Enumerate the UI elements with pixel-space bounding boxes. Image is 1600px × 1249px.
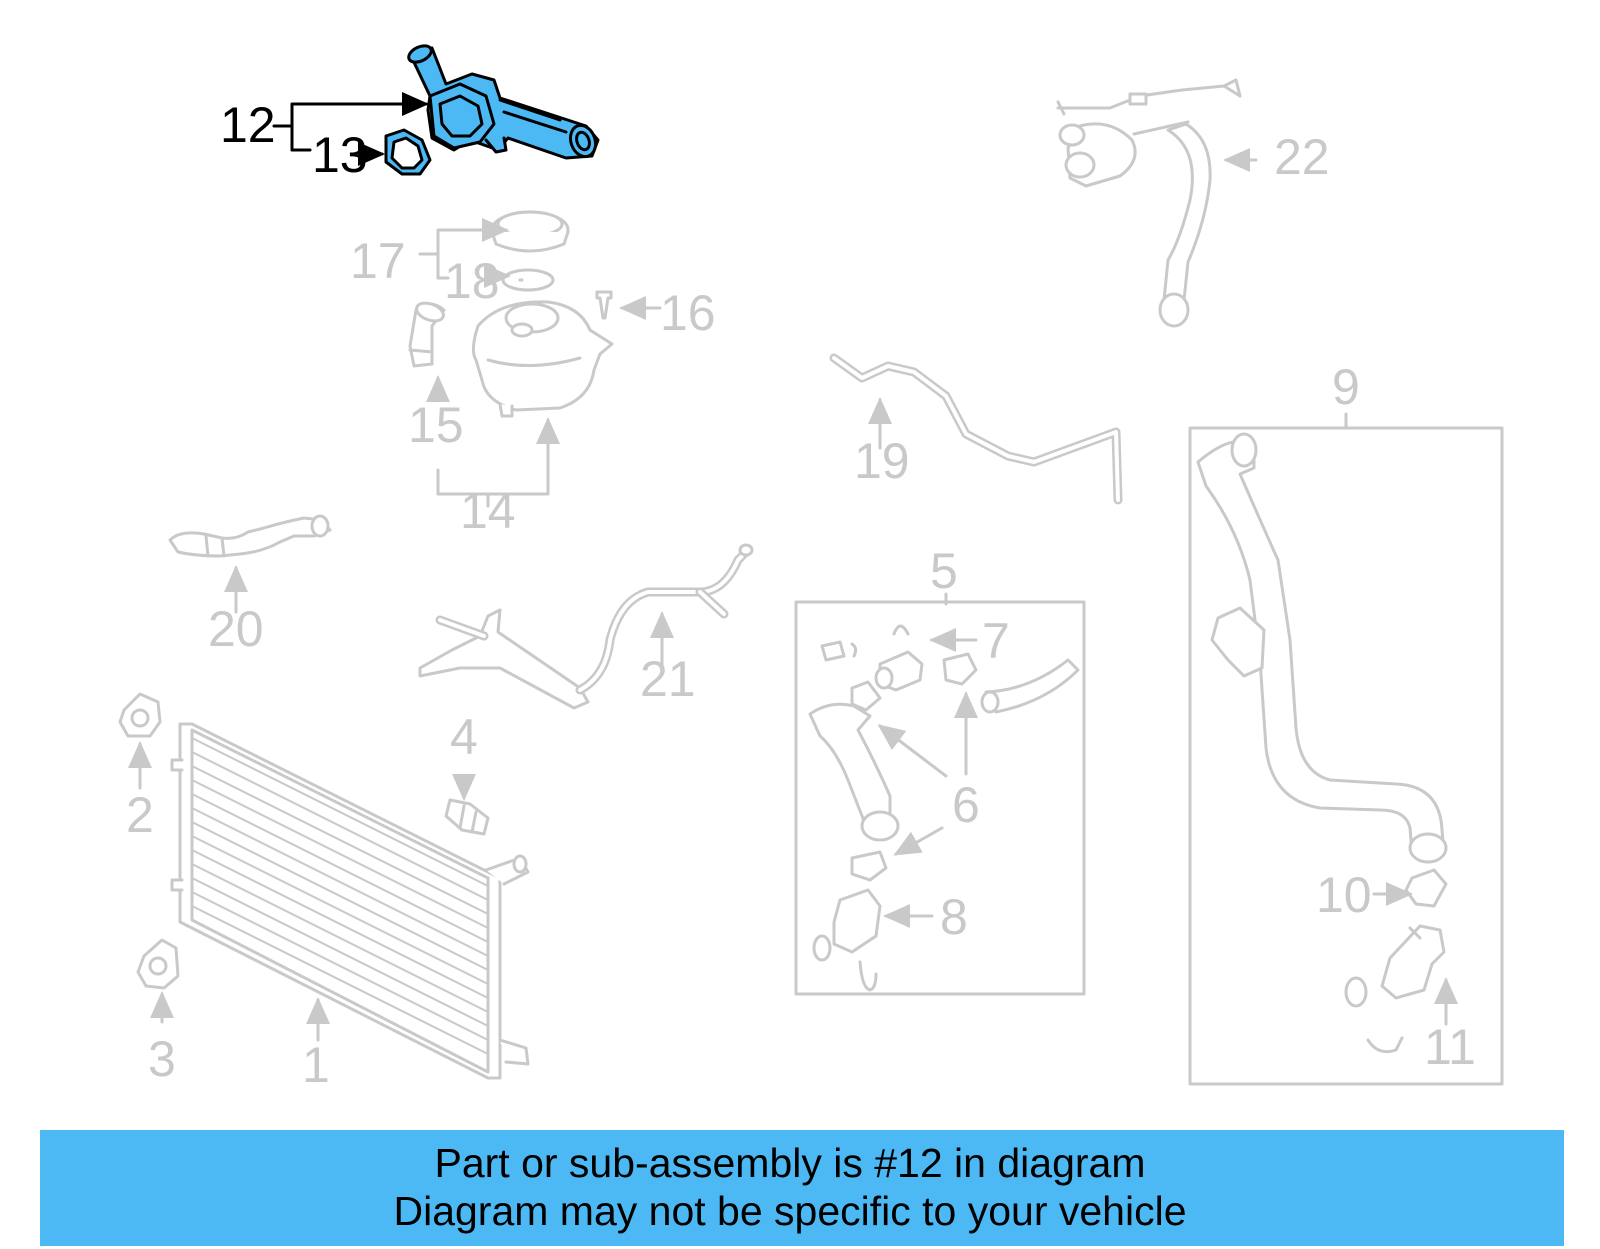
callout-6: 6	[952, 777, 980, 833]
callout-13: 13	[312, 127, 368, 183]
part-18-seal	[501, 268, 555, 292]
callout-3: 3	[148, 1031, 176, 1087]
callout-11: 11	[1424, 1019, 1476, 1075]
callout-4: 4	[450, 709, 478, 765]
callout-18: 18	[444, 253, 500, 309]
callout-16: 16	[660, 285, 716, 341]
part-20-hose	[168, 514, 332, 558]
callout-10: 10	[1316, 867, 1372, 923]
part-15-hose	[408, 301, 446, 368]
banner-line-disclaimer: Diagram may not be specific to your vehi…	[393, 1188, 1187, 1234]
part-22-hose-assembly	[1056, 78, 1242, 328]
callout-5: 5	[930, 543, 958, 599]
callout-21: 21	[640, 651, 696, 707]
part-21-coolant-pipe	[418, 543, 754, 710]
callout-1: 1	[302, 1037, 330, 1093]
group-5-box	[794, 600, 1086, 996]
banner-line-part: Part or sub-assembly is #12 in diagram	[434, 1140, 1146, 1186]
part-14-expansion-tank	[471, 300, 614, 418]
callout-14: 14	[460, 483, 516, 539]
callout-17: 17	[350, 233, 406, 289]
part-2-mount	[118, 692, 162, 738]
callout-12: 12	[220, 97, 276, 153]
part-16-screw	[595, 290, 613, 320]
part-13-gasket	[384, 128, 432, 176]
part-1-radiator	[170, 722, 530, 1080]
callout-12-13-leaders	[272, 104, 426, 166]
part-3-mount	[136, 938, 180, 990]
callout-9: 9	[1332, 359, 1360, 415]
callout-8: 8	[940, 889, 968, 945]
callout-19: 19	[854, 433, 910, 489]
callout-leaders	[128, 148, 1458, 1042]
callout-2: 2	[126, 787, 154, 843]
callout-22: 22	[1274, 129, 1330, 185]
group-9-parts	[1196, 432, 1448, 1054]
callout-15: 15	[408, 397, 464, 453]
callout-20: 20	[208, 601, 264, 657]
part-4-sensor	[444, 798, 490, 836]
group-5-parts	[808, 624, 1080, 992]
callout-7: 7	[982, 613, 1010, 669]
part-12-thermostat-housing	[407, 44, 600, 160]
info-banner: Part or sub-assembly is #12 in diagram D…	[40, 1130, 1564, 1246]
